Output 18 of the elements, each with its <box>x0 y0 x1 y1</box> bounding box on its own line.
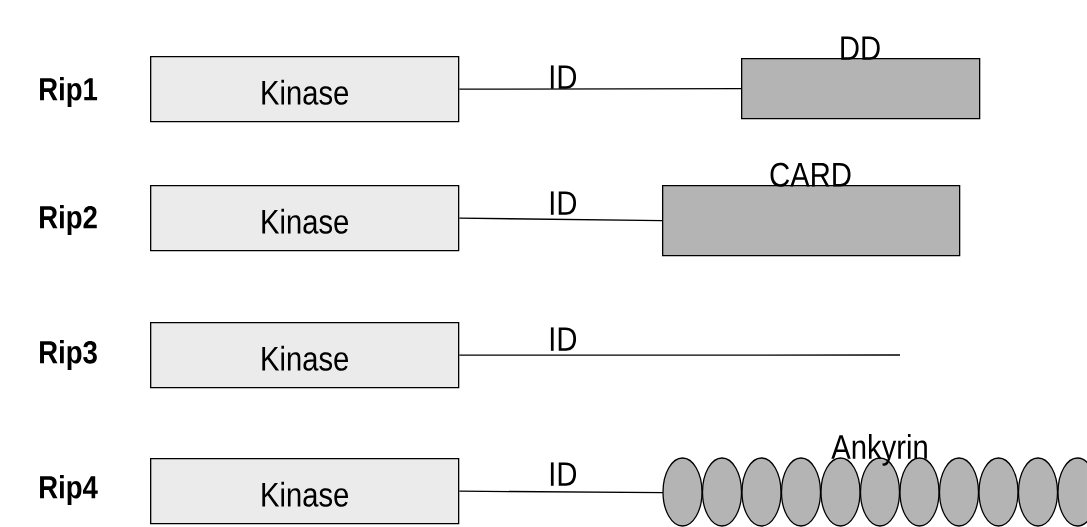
linker-line <box>458 88 742 90</box>
protein-name: Rip1 <box>40 77 98 107</box>
edge-label: ID <box>550 327 577 351</box>
edge-label: ID <box>550 191 577 215</box>
domain-box: Kinase <box>150 458 460 525</box>
protein-name: Rip2 <box>40 205 97 235</box>
protein-name: Rip3 <box>40 340 97 370</box>
linker-line <box>458 490 664 494</box>
linker-line <box>458 217 663 222</box>
domain-box: Kinase <box>150 56 460 123</box>
edge-label: ID <box>550 462 577 486</box>
linker-line <box>458 354 901 356</box>
edge-label: ID <box>550 65 577 89</box>
protein-name: Rip4 <box>40 475 98 505</box>
node-label: Ankyrin <box>831 434 927 466</box>
domain-box: Kinase <box>150 185 460 252</box>
ankyrin-repeat-drawing: Ankyrin <box>662 434 1087 527</box>
domain-box: Kinase <box>150 322 460 389</box>
